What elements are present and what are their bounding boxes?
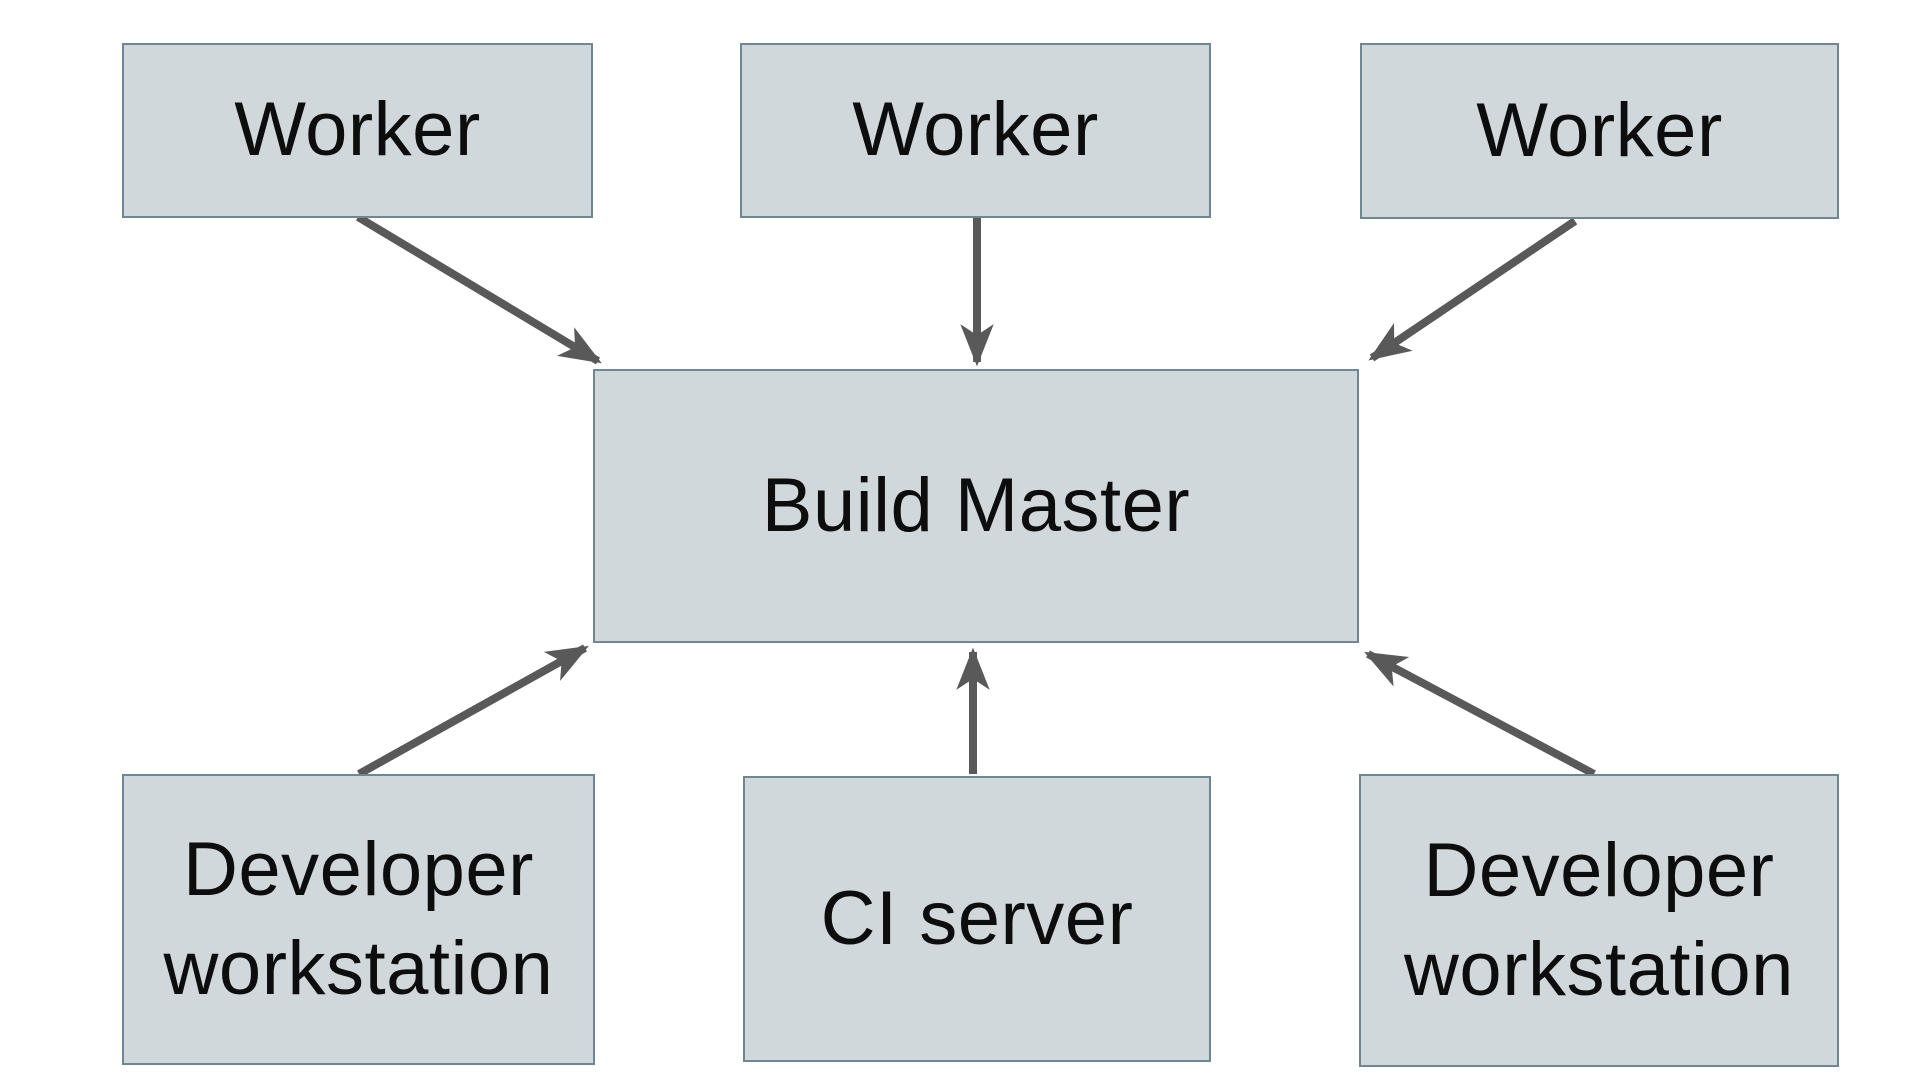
node-worker-3: Worker bbox=[1360, 43, 1839, 219]
node-build-master-label: Build Master bbox=[761, 462, 1191, 548]
arrow-worker-1-to-build-master bbox=[355, 213, 602, 365]
arrow-worker-3-to-build-master bbox=[1368, 217, 1578, 362]
node-worker-1: Worker bbox=[122, 43, 593, 218]
node-developer-workstation-left: Developer workstation bbox=[122, 774, 595, 1065]
node-worker-3-label: Worker bbox=[1476, 87, 1723, 173]
node-worker-2-label: Worker bbox=[852, 87, 1099, 173]
node-developer-workstation-left-label: Developer workstation bbox=[163, 826, 554, 1011]
node-ci-server: CI server bbox=[743, 776, 1211, 1062]
node-build-master: Build Master bbox=[593, 369, 1359, 643]
node-worker-2: Worker bbox=[740, 43, 1211, 218]
node-developer-workstation-right-label: Developer workstation bbox=[1404, 827, 1794, 1012]
node-worker-1-label: Worker bbox=[234, 87, 481, 173]
arrow-dev-right-to-build-master bbox=[1364, 650, 1596, 778]
node-ci-server-label: CI server bbox=[820, 875, 1134, 961]
node-developer-workstation-right: Developer workstation bbox=[1359, 774, 1839, 1067]
arrow-dev-left-to-build-master bbox=[357, 644, 589, 778]
